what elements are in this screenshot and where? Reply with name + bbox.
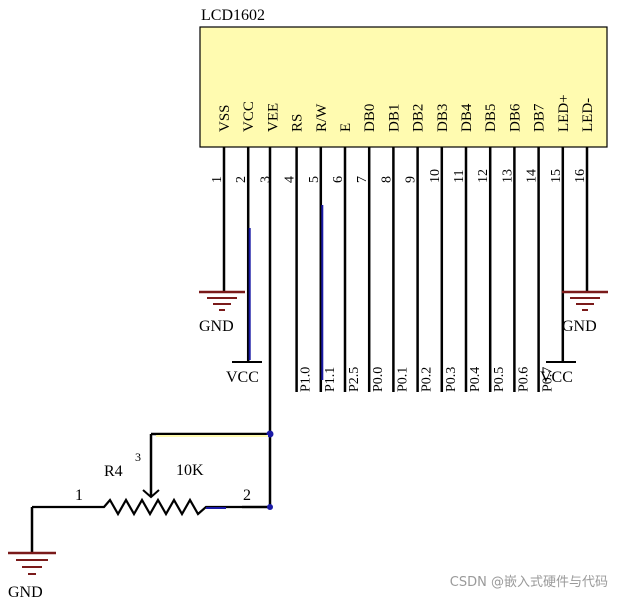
pin-name-1: VSS — [217, 104, 233, 132]
pin-number-12: 12 — [476, 169, 491, 183]
pin-net-label-10: P0.3 — [444, 367, 459, 392]
pin-name-4: RS — [290, 114, 306, 132]
pin-name-9: DB2 — [411, 104, 427, 132]
pin-net-label-12: P0.5 — [492, 367, 507, 392]
pin-name-5: R/W — [314, 103, 330, 132]
pin-number-4: 4 — [283, 176, 298, 183]
pin-net-label-9: P0.2 — [420, 367, 435, 392]
lcd-pins: VSS1VCC2VEE3RS4P1.0R/W5P1.1E6P2.5DB07P0.… — [210, 94, 596, 392]
pin-number-5: 5 — [307, 176, 322, 183]
pin-net-label-13: P0.6 — [516, 367, 531, 392]
pin-name-16: LED- — [580, 98, 596, 132]
pin-net-label-8: P0.1 — [395, 367, 410, 392]
pin-net-label-14: P0.7 — [541, 367, 556, 392]
pin-name-3: VEE — [265, 103, 281, 132]
resistor-pin2-number: 2 — [243, 487, 251, 504]
vcc-label-left: VCC — [226, 369, 259, 386]
pin-name-6: E — [338, 123, 354, 132]
pin-net-label-6: P2.5 — [347, 367, 362, 392]
ground-symbol-right — [562, 290, 608, 311]
pin-number-13: 13 — [500, 169, 515, 183]
pin-name-13: DB6 — [507, 103, 523, 132]
watermark-text: CSDN @嵌入式硬件与代码 — [450, 575, 608, 590]
pin-net-label-4: P1.0 — [299, 367, 314, 392]
pin-name-15: LED+ — [556, 94, 572, 132]
ground-symbol-left — [199, 290, 245, 311]
pin-number-1: 1 — [210, 176, 225, 183]
resistor-name: R4 — [104, 463, 123, 480]
potentiometer-r4 — [32, 489, 242, 517]
pin-number-14: 14 — [525, 169, 540, 183]
pin-name-2: VCC — [241, 101, 257, 132]
pin-name-8: DB1 — [386, 104, 402, 132]
resistor-pin3-number: 3 — [135, 450, 141, 464]
pin-number-6: 6 — [331, 176, 346, 183]
gnd-label-bottom: GND — [8, 584, 43, 601]
pin-number-3: 3 — [258, 176, 273, 183]
gnd-label-left: GND — [199, 318, 234, 335]
resistor-pin1-number: 1 — [75, 487, 83, 504]
pin-number-16: 16 — [573, 169, 588, 183]
resistor-value: 10K — [176, 462, 204, 479]
pin-number-10: 10 — [428, 169, 443, 183]
pin-net-label-5: P1.1 — [323, 367, 338, 392]
pin-net-label-11: P0.4 — [468, 367, 483, 392]
pin-number-9: 9 — [404, 176, 419, 183]
pin-number-11: 11 — [452, 170, 467, 183]
vcc-label-right: VCC — [540, 369, 573, 386]
pin-name-14: DB7 — [532, 103, 548, 132]
pin-number-8: 8 — [379, 176, 394, 183]
pin-name-10: DB3 — [435, 104, 451, 132]
ground-symbol-bottom — [8, 507, 56, 575]
pin-name-11: DB4 — [459, 103, 475, 132]
vee-wire — [149, 147, 274, 510]
pin-net-label-7: P0.0 — [371, 367, 386, 392]
lcd-title: LCD1602 — [201, 7, 265, 24]
lcd-module-body — [199, 26, 608, 148]
pin-name-12: DB5 — [483, 104, 499, 132]
pin-name-7: DB0 — [362, 104, 378, 132]
gnd-label-right: GND — [562, 318, 597, 335]
pin-number-15: 15 — [549, 169, 564, 183]
pin-number-2: 2 — [234, 176, 249, 183]
pin-number-7: 7 — [355, 176, 370, 183]
